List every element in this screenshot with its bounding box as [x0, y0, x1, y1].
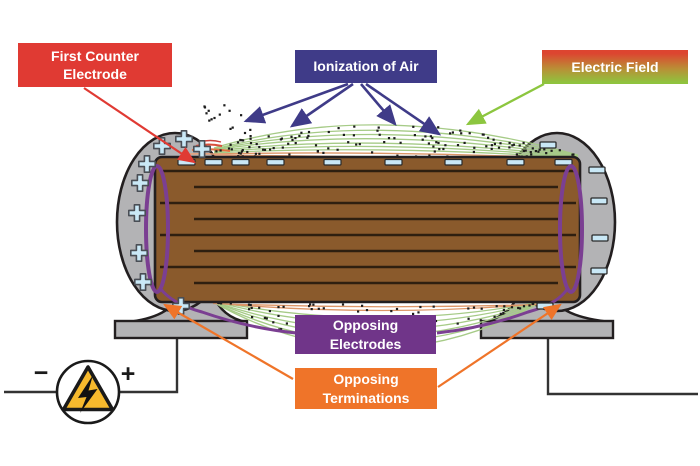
ionization-dots-cluster: [203, 104, 252, 149]
minus-sign: −: [34, 359, 49, 387]
plus-sign: +: [121, 360, 136, 388]
orange-arrows: [163, 303, 562, 388]
right-electrode-ring: [558, 164, 584, 294]
label-line: First Counter: [51, 47, 139, 64]
wire-to-left-stand: [119, 339, 179, 394]
label-line: Opposing: [332, 317, 399, 334]
circuit-wires: [4, 339, 698, 396]
label-opposing-electrodes: Opposing Electrodes: [295, 315, 436, 354]
purple-connector-lines: [158, 287, 570, 335]
label-ionization-of-air: Ionization of Air: [295, 50, 437, 83]
label-line: Opposing: [333, 371, 399, 388]
lightning-bolt-icon: [78, 375, 98, 413]
label-first-counter-electrode: First Counter Electrode: [18, 43, 172, 87]
label-line: Electrodes: [329, 335, 402, 352]
green-arrow: [465, 82, 545, 126]
left-base: [113, 319, 249, 340]
pointer-arrows: [83, 82, 562, 388]
label-electric-field: Electric Field: [542, 50, 688, 84]
wire-from-right-stand: [546, 339, 698, 396]
label-line: Electrode: [63, 66, 127, 82]
negative-charge-marks-right: [536, 141, 609, 310]
label-opposing-terminations: Opposing Terminations: [295, 368, 437, 409]
red-arrow: [83, 87, 196, 164]
label-line: Electric Field: [571, 58, 659, 75]
right-base: [479, 319, 615, 340]
capacitor-body: [153, 155, 582, 304]
label-line: Ionization of Air: [313, 58, 419, 75]
navy-arrows: [243, 82, 442, 136]
winding-lines: [160, 169, 576, 285]
left-electrode-ring: [144, 164, 170, 294]
voltage-source: − +: [34, 359, 136, 425]
label-line: Terminations: [322, 389, 410, 406]
